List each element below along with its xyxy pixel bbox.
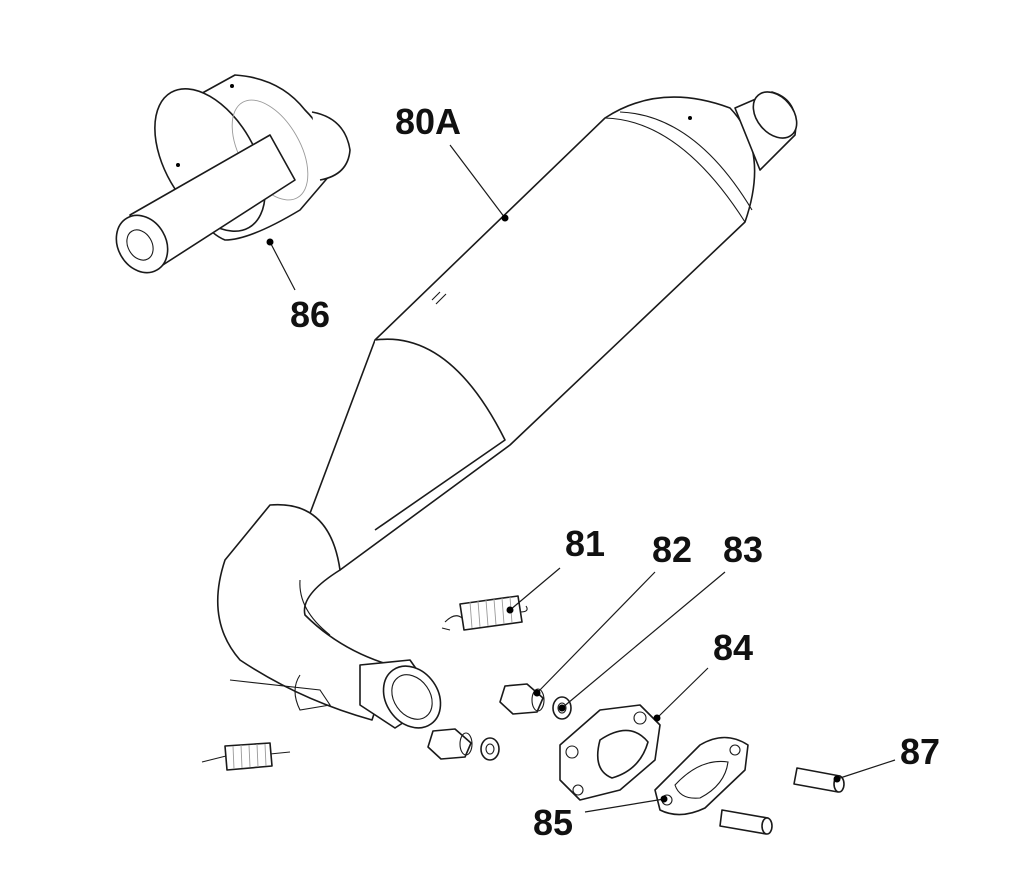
callout-81: 81 (565, 523, 605, 564)
end-cap-part (115, 74, 351, 274)
callout-86: 86 (290, 294, 330, 335)
nut-part (427, 683, 545, 760)
callout-82: 82 (652, 529, 692, 570)
callout-80a: 80A (395, 101, 461, 142)
callout-87: 87 (900, 731, 940, 772)
callout-84: 84 (713, 627, 753, 668)
leader-lines (266, 144, 896, 813)
flange-part (559, 704, 661, 801)
spring-upper-part (441, 595, 528, 631)
callout-83: 83 (723, 529, 763, 570)
muffler-body-part (216, 91, 798, 729)
gasket-part (654, 736, 749, 816)
spring-lower-part (201, 742, 291, 771)
callout-85: 85 (533, 802, 573, 843)
stud-part (719, 767, 845, 835)
